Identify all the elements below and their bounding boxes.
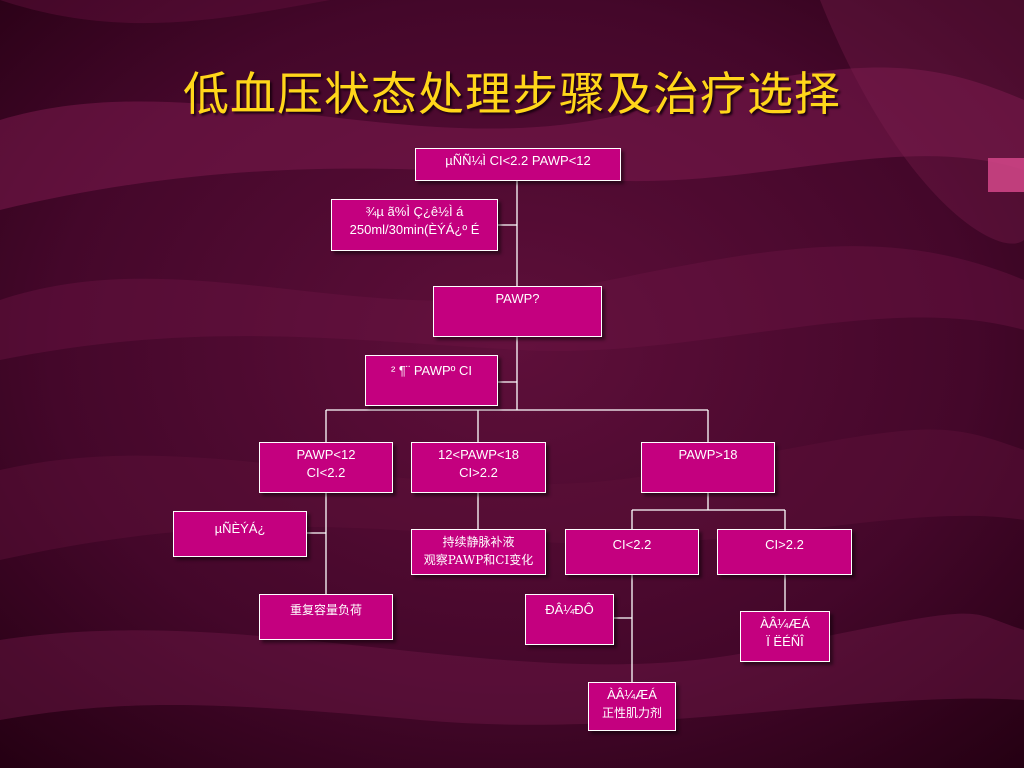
node-repeat-load: 重复容量负荷 bbox=[259, 594, 393, 640]
node-repeat-load-line-1: 重复容量负荷 bbox=[289, 603, 362, 617]
node-low-pawp-line-1: PAWP<12 bbox=[296, 447, 356, 462]
node-start: µÑÑ¼Ì CI<2.2 PAWP<12 bbox=[415, 148, 621, 181]
node-low-pawp-line-2: CI<2.2 bbox=[306, 465, 346, 480]
node-mid-pawp-line-1: 12<PAWP<18 bbox=[438, 447, 519, 462]
node-start-line-1: µÑÑ¼Ì CI<2.2 PAWP<12 bbox=[445, 153, 591, 168]
node-high-pawp: PAWP>18 bbox=[641, 442, 775, 493]
node-pawp-check: PAWP? bbox=[433, 286, 602, 337]
node-ci-high: CI>2.2 bbox=[717, 529, 852, 575]
node-low-pawp: PAWP<12 CI<2.2 bbox=[259, 442, 393, 493]
node-inotrope-line-1: ÀÂ¼ÆÁ bbox=[607, 687, 657, 702]
node-ci-low-line-1: CI<2.2 bbox=[612, 537, 652, 552]
node-mid-pawp: 12<PAWP<18 CI>2.2 bbox=[411, 442, 546, 493]
node-ci-high-line-1: CI>2.2 bbox=[765, 537, 804, 552]
node-inotrope: ÀÂ¼ÆÁ 正性肌力剂 bbox=[588, 682, 676, 731]
node-diuretic-line-2: Ï ËÉÑÎ bbox=[766, 634, 804, 649]
node-diuretic: ÀÂ¼ÆÁ Ï ËÉÑÎ bbox=[740, 611, 830, 662]
slide-title: 低血压状态处理步骤及治疗选择 bbox=[183, 67, 841, 121]
node-measure-line-1: ² ¶¨ PAWPº CI bbox=[390, 363, 473, 378]
node-continue-fluid: 持续静脉补液 观察PAWP和CI变化 bbox=[411, 529, 546, 575]
node-vasodilator-line-1: ÐÂ¼ÐÔ bbox=[545, 602, 594, 617]
node-mid-pawp-line-2: CI>2.2 bbox=[459, 465, 498, 480]
node-inotrope-line-2: 正性肌力剂 bbox=[601, 706, 662, 720]
node-low-volume-line-1: µÑÈÝÁ¿ bbox=[214, 521, 266, 536]
node-fluid-challenge-line-2: 250ml/30min(ÈÝÁ¿º É bbox=[349, 222, 480, 237]
node-fluid-challenge: ¾µ ã%Ì Ç¿ê½Ì á 250ml/30min(ÈÝÁ¿º É bbox=[331, 199, 498, 251]
node-vasodilator: ÐÂ¼ÐÔ bbox=[525, 594, 614, 645]
node-diuretic-line-1: ÀÂ¼ÆÁ bbox=[760, 616, 810, 631]
node-ci-low: CI<2.2 bbox=[565, 529, 699, 575]
node-high-pawp-line-1: PAWP>18 bbox=[678, 447, 738, 462]
node-continue-fluid-line-1: 持续静脉补液 bbox=[442, 535, 515, 549]
node-measure: ² ¶¨ PAWPº CI bbox=[365, 355, 498, 406]
node-low-volume: µÑÈÝÁ¿ bbox=[173, 511, 307, 557]
node-continue-fluid-line-2: 观察PAWP和CI变化 bbox=[423, 553, 534, 567]
node-fluid-challenge-line-1: ¾µ ã%Ì Ç¿ê½Ì á bbox=[365, 204, 464, 219]
node-pawp-check-line-1: PAWP? bbox=[495, 291, 540, 306]
